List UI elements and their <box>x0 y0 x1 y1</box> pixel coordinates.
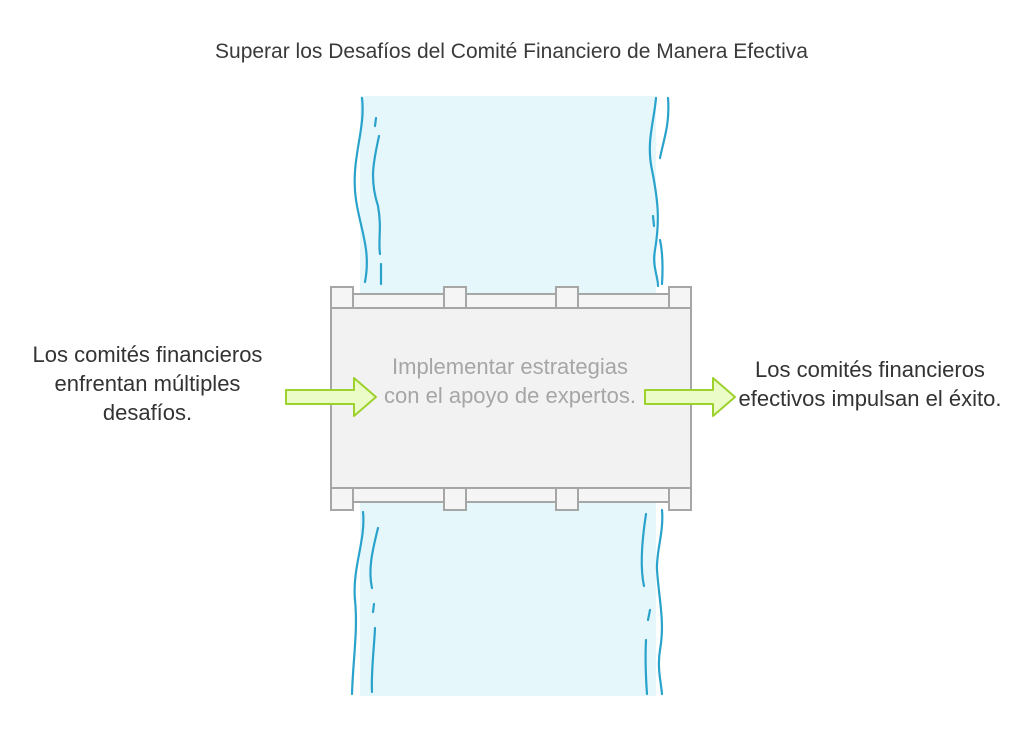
bridge-post <box>555 286 579 309</box>
bridge-post <box>330 487 354 511</box>
arrow-right-icon <box>285 377 377 417</box>
bridge <box>330 286 692 511</box>
bridge-top-rail <box>330 293 692 309</box>
bridge-post <box>555 487 579 511</box>
diagram-title: Superar los Desafíos del Comité Financie… <box>215 40 808 63</box>
arrow-right-icon <box>644 377 736 417</box>
strategy-text: Implementar estrategias con el apoyo de … <box>384 354 636 408</box>
bridge-post <box>443 487 467 511</box>
bridge-post <box>330 286 354 309</box>
bridge-post <box>668 487 692 511</box>
bridge-post <box>668 286 692 309</box>
success-text: Los comités financieros efectivos impuls… <box>738 357 1002 411</box>
bridge-bottom-rail <box>330 487 692 503</box>
challenge-text: Los comités financieros enfrentan múltip… <box>32 342 263 425</box>
river-right-bank <box>640 96 670 696</box>
river-left-bank <box>350 96 383 696</box>
bridge-post <box>443 286 467 309</box>
bridge-deck <box>330 307 692 489</box>
